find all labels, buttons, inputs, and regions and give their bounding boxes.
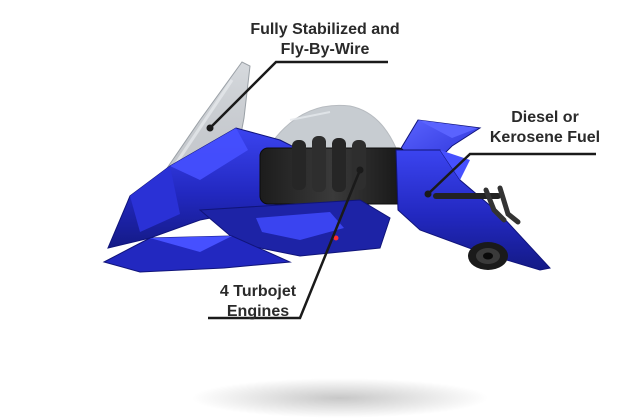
leader-line-top: [209, 60, 388, 129]
engine-block: [259, 136, 407, 205]
left-wing: [102, 235, 292, 273]
callout-stabilization-line2: Fly-By-Wire: [280, 41, 370, 58]
callout-stabilization-line1: Fully Stabilized and: [250, 21, 400, 38]
callout-leaders: [206, 60, 596, 320]
canopy: [267, 104, 397, 149]
callout-fuel-line1: Diesel or: [511, 109, 579, 126]
leader-line-right: [427, 152, 596, 195]
leader-line-bottom: [208, 169, 362, 320]
leader-dot-bottom: [356, 166, 364, 174]
callout-stabilization: Fully Stabilized and Fly-By-Wire: [250, 20, 400, 60]
thruster-nozzle: [468, 242, 508, 270]
rear-body: [395, 149, 551, 271]
callout-engines: 4 Turbojet Engines: [208, 282, 308, 322]
jet-vehicle: [102, 60, 596, 320]
callout-fuel: Diesel or Kerosene Fuel: [480, 108, 610, 148]
callout-engines-line1: 4 Turbojet: [219, 283, 297, 300]
callout-engines-line2: Engines: [226, 303, 290, 320]
product-illustration: Fully Stabilized and Fly-By-Wire Diesel …: [102, 20, 610, 418]
callout-fuel-line2: Kerosene Fuel: [489, 129, 601, 146]
leader-dot-top: [206, 124, 214, 132]
leader-dot-right: [424, 190, 432, 198]
